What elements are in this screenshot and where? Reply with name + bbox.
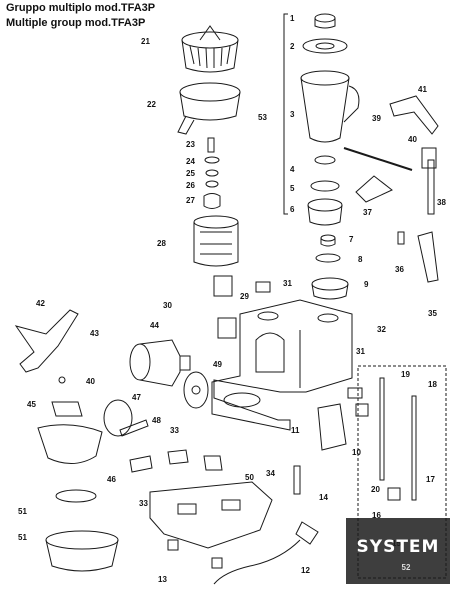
coupling [203, 193, 221, 209]
part-label: 32 [377, 325, 386, 334]
part-label: 7 [349, 235, 354, 244]
part-label: 20 [371, 485, 380, 494]
basket [37, 424, 103, 464]
part-label: 6 [290, 205, 295, 214]
jug-cap [314, 13, 336, 23]
part-label: 33 [170, 426, 179, 435]
part-label: 47 [132, 393, 141, 402]
filter [55, 489, 97, 503]
part-label: 17 [426, 475, 435, 484]
part-label: 27 [186, 196, 195, 205]
lever-arm [389, 95, 439, 135]
part-label: 26 [186, 181, 195, 190]
motor-top [193, 215, 239, 267]
part-label: 12 [301, 566, 310, 575]
part-label: 16 [372, 511, 381, 520]
disc [103, 399, 133, 437]
part-label: 34 [266, 469, 275, 478]
part-label: 14 [319, 493, 328, 502]
motor-lower [317, 403, 347, 451]
motor [129, 339, 191, 387]
part-labels: 1 2 3 4 5 6 7 8 9 10 11 12 13 14 15 16 1… [18, 14, 446, 584]
part-label: 21 [141, 37, 150, 46]
side-bracket [417, 231, 439, 283]
part-label: 23 [186, 140, 195, 149]
part-label: 43 [90, 329, 99, 338]
part-label: 49 [213, 360, 222, 369]
reamer-cone [181, 25, 239, 73]
diagram-subtitle: Multiple group mod.TFA3P [6, 17, 146, 29]
part-label: 53 [258, 113, 267, 122]
part-label: 22 [147, 100, 156, 109]
part-label: 29 [240, 292, 249, 301]
part-label: 9 [364, 280, 369, 289]
part-label: 8 [358, 255, 363, 264]
part-label: 51 [18, 533, 27, 542]
part-label: 50 [245, 473, 254, 482]
cylinder [129, 455, 153, 473]
part-label: 37 [363, 208, 372, 217]
part-label: 13 [158, 575, 167, 584]
part-label: 48 [152, 416, 161, 425]
switch [255, 281, 271, 293]
part-label: 31 [356, 347, 365, 356]
part-label: 40 [86, 377, 95, 386]
part-label: 31 [283, 279, 292, 288]
washer [204, 156, 220, 164]
watermark-tag: 52 [402, 563, 411, 572]
side-lever [14, 309, 79, 373]
part-label: 25 [186, 169, 195, 178]
part-label: 45 [27, 400, 36, 409]
part-label: 4 [290, 165, 295, 174]
part-label: 41 [418, 85, 427, 94]
part-label: 18 [428, 380, 437, 389]
gasket [310, 180, 340, 192]
part-label: 10 [352, 448, 361, 457]
part-label: 44 [150, 321, 159, 330]
part-label: 19 [401, 370, 410, 379]
plate [213, 275, 233, 297]
part-label: 36 [395, 265, 404, 274]
main-housing [211, 299, 353, 431]
part-label: 3 [290, 110, 295, 119]
power-cable [213, 539, 301, 585]
part-label: 40 [408, 135, 417, 144]
part-label: 39 [372, 114, 381, 123]
watermark-logo: SYSTEM 52 [346, 518, 450, 584]
part-label: 42 [36, 299, 45, 308]
part-label: 46 [107, 475, 116, 484]
part-label: 35 [428, 309, 437, 318]
diagram-title: Gruppo multiplo mod.TFA3P [6, 2, 156, 14]
part-label: 11 [291, 426, 300, 435]
juice-bowl [177, 82, 241, 135]
part-label: 24 [186, 157, 195, 166]
jug [300, 70, 360, 143]
part-label: 51 [18, 507, 27, 516]
part-label: 2 [290, 42, 295, 51]
part-label: 30 [163, 301, 172, 310]
part-label: 28 [157, 239, 166, 248]
part-label: 1 [290, 14, 295, 23]
base-plate [149, 481, 273, 549]
part-label: 38 [437, 198, 446, 207]
pin [207, 137, 215, 153]
watermark-text: SYSTEM [357, 537, 440, 557]
part-label: 5 [290, 184, 295, 193]
part-label: 33 [139, 499, 148, 508]
jug-lid [302, 38, 348, 54]
